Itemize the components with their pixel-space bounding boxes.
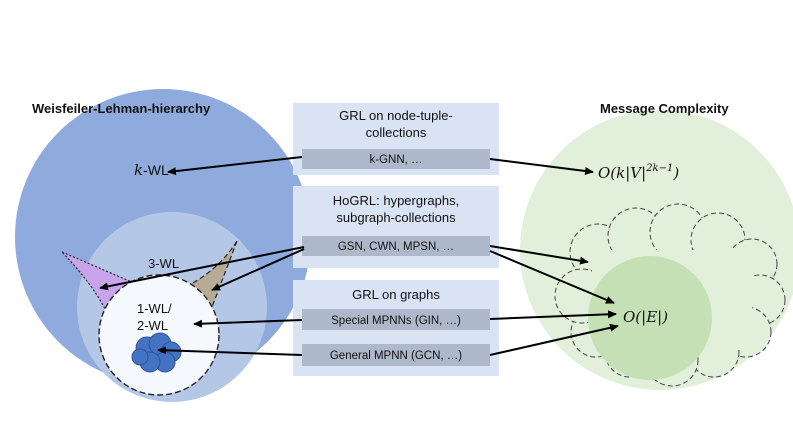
item-bar-general-mpnn: [302, 344, 490, 366]
item-special-mpnn: Special MPNNs (GIN, …): [331, 315, 461, 327]
arrow-general-to-blob: [157, 346, 303, 356]
wl3-label: 3-WL: [148, 256, 179, 271]
tan-region: [190, 240, 238, 309]
right-small-circle: [588, 256, 712, 380]
arrow-gsn-to-cloud: [489, 245, 589, 265]
arrow-gsn-to-tan: [211, 248, 305, 291]
box-node-tuple-title-2: collections: [366, 125, 427, 140]
wl12-label-line2: 2-WL: [137, 318, 168, 333]
right-panel-title: Message Complexity: [600, 101, 729, 116]
box-hogrl-title-2: subgraph-collections: [336, 210, 456, 225]
box-hogrl-title-1: HoGRL: hypergraphs,: [333, 193, 459, 208]
item-general-mpnn: General MPNN (GCN, …): [330, 350, 462, 362]
arrow-general-to-oe: [489, 323, 619, 356]
item-bar-special-mpnn: [302, 309, 490, 330]
arrow-gsn-to-purple: [99, 246, 305, 291]
box-node-tuple-title-1: GRL on node-tuple-: [339, 108, 453, 123]
left-panel-title: Weisfeiler-Lehman-hierarchy: [32, 101, 211, 116]
item-bar-kgnn: [302, 149, 490, 169]
wl12-label-line1: 1-WL/: [137, 301, 172, 316]
big-complexity-label: O(k|V|2k−1): [598, 163, 679, 182]
arrow-special-to-wl12: [193, 319, 303, 328]
kwl-label: k-WL: [134, 161, 169, 179]
arrow-kgnn-to-kwl: [167, 156, 303, 176]
box-graphs-title: GRL on graphs: [352, 287, 440, 302]
arrow-kgnn-to-complexity: [489, 158, 594, 175]
arrow-gsn-to-oe: [489, 250, 615, 304]
item-gsn: GSN, CWN, MPSN, …: [338, 241, 454, 253]
arrow-special-to-oe: [489, 310, 617, 320]
small-complexity-label: O(|E|): [623, 308, 668, 326]
item-kgnn: k-GNN, …: [369, 154, 422, 166]
item-bar-gsn: [302, 236, 490, 256]
arrows: [99, 156, 619, 356]
